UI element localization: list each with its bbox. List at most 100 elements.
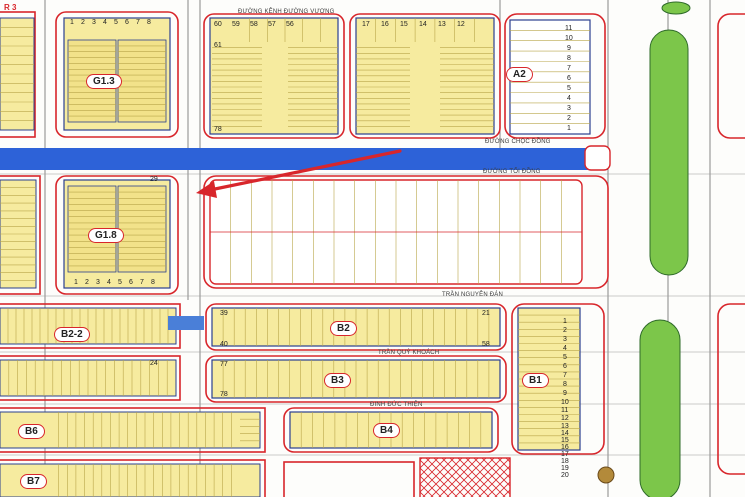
block-outline-b2 xyxy=(205,303,507,351)
block-label-g18: G1.8 xyxy=(88,228,124,243)
green-median-lower xyxy=(639,319,681,497)
lot-number: 58 xyxy=(250,21,258,28)
lots-b4-top xyxy=(300,412,482,430)
lot-number: 6 xyxy=(567,75,571,82)
lot-number: 7 xyxy=(567,65,571,72)
lot-number: 21 xyxy=(482,310,490,317)
block-outline-b7 xyxy=(0,459,266,497)
lot-number: 17 xyxy=(362,21,370,28)
lot-number: 15 xyxy=(400,21,408,28)
lots-b7 xyxy=(58,464,232,497)
lot-number: 15 xyxy=(561,437,569,444)
block-outline-g13 xyxy=(55,11,179,138)
lot-number: 3 xyxy=(92,19,96,26)
lot-number: 4 xyxy=(567,95,571,102)
block-outline-bottom-mid xyxy=(283,461,415,497)
lots-a2 xyxy=(510,30,590,124)
lot-number: 2 xyxy=(567,115,571,122)
lot-number: 78 xyxy=(220,391,228,398)
block-label-b6: B6 xyxy=(18,424,45,439)
block-outline-b1 xyxy=(511,303,605,455)
lot-number: 2 xyxy=(85,279,89,286)
lot-number: 2 xyxy=(81,19,85,26)
header-fragment: R 3 xyxy=(4,3,17,12)
lot-number: 6 xyxy=(129,279,133,286)
street-label-dinh-duc-thien: ĐINH ĐỨC THIỆN xyxy=(370,402,423,408)
pointer-arrow-head xyxy=(196,181,217,198)
lots-upper-mid-side xyxy=(356,47,410,127)
block-outline-far-right xyxy=(717,303,745,475)
lot-number: 12 xyxy=(457,21,465,28)
lot-number: 24 xyxy=(150,360,158,367)
lots-b3-bottom xyxy=(222,379,490,398)
block-outline-b3 xyxy=(205,355,507,403)
block-outline-g18 xyxy=(55,175,179,295)
lot-number: 3 xyxy=(563,336,567,343)
lot-number: 20 xyxy=(561,472,569,479)
lot-number: 8 xyxy=(151,279,155,286)
lots-far-left-upper xyxy=(0,26,34,121)
marker-dot xyxy=(597,466,615,484)
lot-number: 1 xyxy=(74,279,78,286)
lot-number: 12 xyxy=(561,415,569,422)
lot-number: 4 xyxy=(563,345,567,352)
lot-number: 77 xyxy=(220,361,228,368)
lots-b2-bottom xyxy=(222,327,490,346)
lot-number: 14 xyxy=(419,21,427,28)
highlighted-road xyxy=(0,148,608,170)
lot-number: 7 xyxy=(140,279,144,286)
lot-number: 60 xyxy=(214,21,222,28)
lot-number: 13 xyxy=(438,21,446,28)
block-label-b2: B2 xyxy=(330,321,357,336)
lot-number: 7 xyxy=(136,19,140,26)
block-label-b4: B4 xyxy=(373,423,400,438)
street-label-tran-quy-khoach: TRẦN QUÝ KHOÁCH xyxy=(378,350,440,356)
lot-number: 59 xyxy=(232,21,240,28)
lot-number: 8 xyxy=(563,381,567,388)
lot-number: 56 xyxy=(286,21,294,28)
block-outline-b4 xyxy=(283,407,499,453)
lot-number: 9 xyxy=(563,390,567,397)
block-label-b3: B3 xyxy=(324,373,351,388)
street-label-kenh-duong-vuong: ĐƯỜNG KÊNH ĐƯỜNG VƯƠNG xyxy=(238,9,335,15)
lots-far-left-mid xyxy=(0,187,36,281)
block-outline-far-left-mid xyxy=(0,175,41,295)
lot-number: 10 xyxy=(561,399,569,406)
block-label-a2: A2 xyxy=(506,67,533,82)
lot-number: 40 xyxy=(220,341,228,348)
lots-upper-mid-top xyxy=(375,18,475,42)
block-outline-large-grid xyxy=(203,175,609,289)
lot-number: 10 xyxy=(565,35,573,42)
lots-upper-mid-side2 xyxy=(440,47,494,127)
lot-number: 39 xyxy=(220,310,228,317)
street-label-choc-dong: ĐƯỜNG CHỌC ĐỒNG xyxy=(485,139,551,145)
lot-number: 3 xyxy=(96,279,100,286)
lot-number: 16 xyxy=(561,444,569,451)
block-label-b2-2: B2-2 xyxy=(54,327,90,342)
lot-number: 13 xyxy=(561,423,569,430)
lot-number: 4 xyxy=(103,19,107,26)
block-outline-far-right-top xyxy=(717,13,745,139)
lot-number: 7 xyxy=(563,372,567,379)
lot-number: 6 xyxy=(125,19,129,26)
lot-number: 1 xyxy=(563,318,567,325)
lot-number: 61 xyxy=(214,42,222,49)
lots-b3-top xyxy=(222,360,490,379)
block-outline-far-left-upper xyxy=(0,11,36,138)
lot-number: 17 xyxy=(561,451,569,458)
lot-number: 5 xyxy=(114,19,118,26)
lot-number: 5 xyxy=(563,354,567,361)
block-outline-b6 xyxy=(0,407,266,453)
lots-upper-left-side2 xyxy=(288,47,338,127)
lot-number: 14 xyxy=(561,430,569,437)
lot-number: 11 xyxy=(561,407,569,414)
block-outline-a2 xyxy=(504,13,606,139)
lot-number: 78 xyxy=(214,126,222,133)
lots-b2-top xyxy=(222,308,490,327)
pointer-arrow-line xyxy=(208,149,402,192)
lots-b1 xyxy=(518,314,580,444)
block-outline-upper-left xyxy=(203,13,345,139)
roundabout-top xyxy=(661,1,691,15)
